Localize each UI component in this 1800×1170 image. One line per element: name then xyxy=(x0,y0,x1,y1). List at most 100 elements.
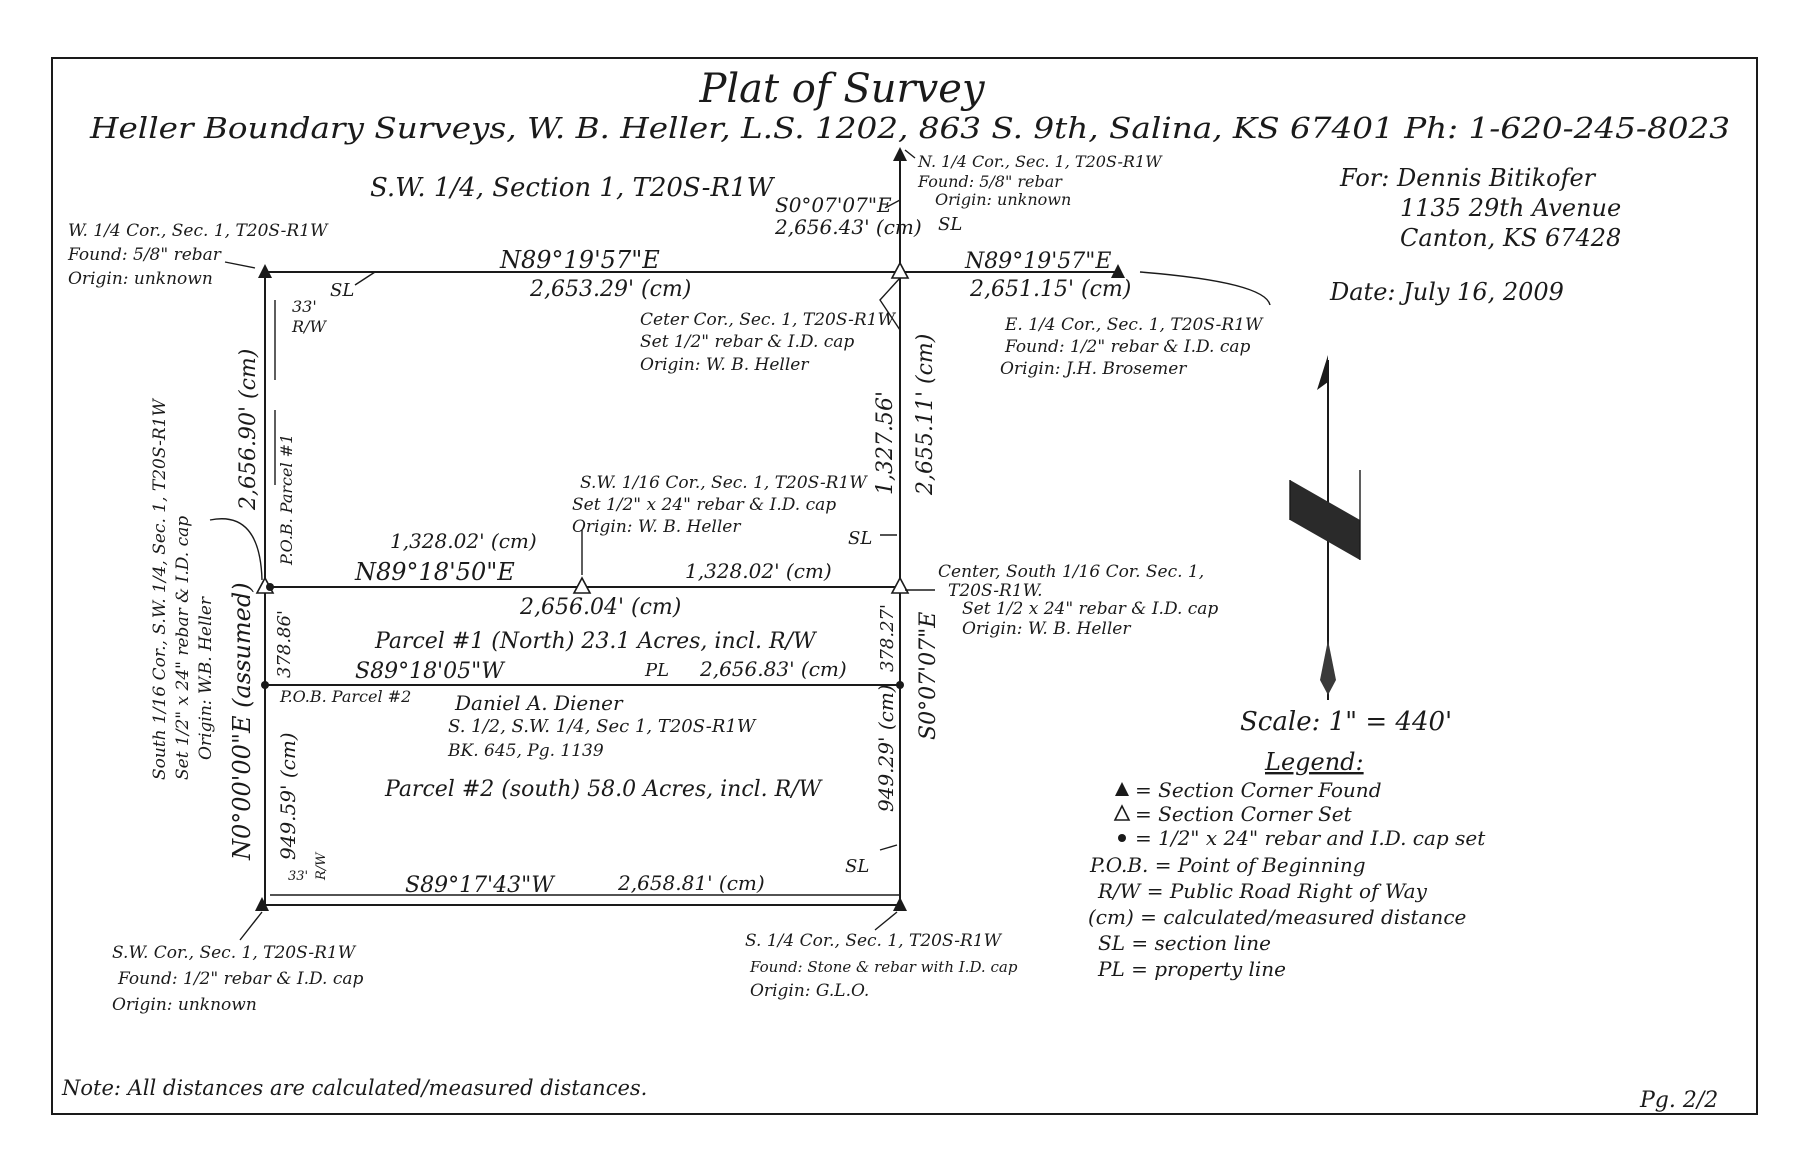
east-total-dist: 2,655.11' (cm) xyxy=(913,334,938,496)
section-title: S.W. 1/4, Section 1, T20S-R1W xyxy=(370,173,776,203)
north-bearing-right: N89°19'57"E xyxy=(964,249,1111,274)
sl-mark-mid: SL xyxy=(848,528,872,549)
legend-item-pl: PL = property line xyxy=(1097,957,1286,981)
sw-corner-label-2: Found: 1/2" rebar & I.D. cap xyxy=(117,969,363,989)
center-south-sixteenth-marker xyxy=(890,576,910,594)
pob-parcel-2: P.O.B. Parcel #2 xyxy=(279,687,411,706)
w-quarter-corner-marker xyxy=(258,264,272,278)
south-sixteenth-sw-label-1: South 1/16 Cor., S.W. 1/4, Sec. 1, T20S-… xyxy=(150,398,170,780)
north-dist-left: 2,653.29' (cm) xyxy=(529,277,691,302)
e-quarter-leader xyxy=(1139,271,1271,306)
mid-dist-left: 1,328.02' (cm) xyxy=(390,529,537,553)
legend-set-icon xyxy=(1113,804,1131,821)
legend-item-pob: P.O.B. = Point of Beginning xyxy=(1089,853,1366,877)
row-top-dist: 33' xyxy=(292,297,317,316)
east-bottom-dist: 949.29' (cm) xyxy=(874,684,898,812)
e-quarter-label-2: Found: 1/2" rebar & I.D. cap xyxy=(1004,337,1250,357)
west-bearing: N0°00'00"E (assumed) xyxy=(228,582,256,861)
sw-corner-label-3: Origin: unknown xyxy=(112,995,257,1015)
south-bearing: S89°17'43"W xyxy=(405,873,556,898)
client-address: 1135 29th Avenue xyxy=(1400,194,1621,222)
n-quarter-dist: 2,656.43' (cm) xyxy=(774,215,922,239)
client-city: Canton, KS 67428 xyxy=(1400,224,1621,252)
west-bottom-dist: 949.59' (cm) xyxy=(276,732,300,860)
legend-item-rebar: = 1/2" x 24" rebar and I.D. cap set xyxy=(1135,826,1486,850)
mid-dist-right: 1,328.02' (cm) xyxy=(685,559,832,583)
sw-sixteenth-label-2: Set 1/2" x 24" rebar & I.D. cap xyxy=(572,495,836,515)
north-arrow xyxy=(1289,355,1361,700)
n-quarter-corner-marker xyxy=(893,147,907,161)
center-label-1: Ceter Cor., Sec. 1, T20S-R1W xyxy=(640,310,896,330)
n-quarter-sl-leader xyxy=(884,199,901,209)
legend-title: Legend: xyxy=(1264,748,1364,776)
client-name: For: Dennis Bitikofer xyxy=(1339,164,1597,192)
pob1-rebar-marker xyxy=(266,583,274,591)
center-corner-marker xyxy=(890,261,910,279)
center-south-label-1: Center, South 1/16 Cor. Sec. 1, xyxy=(938,562,1204,582)
row-bottom-dist: 33' xyxy=(288,869,308,884)
south-sixteenth-leader xyxy=(209,518,263,581)
row-bottom-label: R/W xyxy=(314,851,329,881)
legend-item-sl: SL = section line xyxy=(1098,931,1271,955)
n-quarter-label-1: N. 1/4 Cor., Sec. 1, T20S-R1W xyxy=(917,152,1163,171)
south-sixteenth-sw-label-2: Set 1/2" x 24" rebar & I.D. cap xyxy=(173,516,193,780)
sw-sixteenth-label-3: Origin: W. B. Heller xyxy=(572,517,741,537)
plat-title: Plat of Survey xyxy=(698,66,986,112)
parcel-line-bearing: S89°18'05"W xyxy=(355,659,506,684)
sw-corner-marker xyxy=(255,897,269,911)
sheet-border xyxy=(51,57,1758,1115)
center-south-label-3: Set 1/2 x 24" rebar & I.D. cap xyxy=(962,599,1218,619)
n-quarter-label-3: Origin: unknown xyxy=(935,190,1071,209)
w-quarter-label-1: W. 1/4 Cor., Sec. 1, T20S-R1W xyxy=(68,221,329,241)
mid-bearing: N89°18'50"E xyxy=(354,558,515,586)
west-mid-dist: 378.86' xyxy=(274,610,295,678)
scale-label: Scale: 1" = 440' xyxy=(1240,707,1452,737)
sl-mark-leader-top xyxy=(354,271,376,286)
parcel-line-dist: 2,656.83' (cm) xyxy=(699,657,847,681)
south-sixteenth-sw-label-3: Origin: W.B. Heller xyxy=(196,596,216,760)
sw-sixteenth-label-1: S.W. 1/16 Cor., Sec. 1, T20S-R1W xyxy=(580,473,868,493)
north-dist-right: 2,651.15' (cm) xyxy=(969,277,1131,302)
s-quarter-leader xyxy=(874,911,898,931)
e-quarter-label-3: Origin: J.H. Brosemer xyxy=(1000,359,1187,379)
page-number: Pg. 2/2 xyxy=(1639,1088,1718,1113)
legend-found-icon xyxy=(1115,782,1129,796)
center-south-label-4: Origin: W. B. Heller xyxy=(962,619,1131,639)
footer-note: Note: All distances are calculated/measu… xyxy=(61,1076,647,1100)
w-quarter-label-3: Origin: unknown xyxy=(68,269,213,289)
survey-date: Date: July 16, 2009 xyxy=(1329,278,1564,306)
legend-item-row: R/W = Public Road Right of Way xyxy=(1097,879,1428,903)
s-quarter-label-2: Found: Stone & rebar with I.D. cap xyxy=(749,958,1018,976)
east-rebar-marker xyxy=(896,681,904,689)
s-quarter-label-3: Origin: G.L.O. xyxy=(750,981,869,1001)
center-leader xyxy=(879,277,901,331)
s-quarter-label-1: S. 1/4 Cor., Sec. 1, T20S-R1W xyxy=(745,931,1003,951)
owner-name: Daniel A. Diener xyxy=(454,691,624,715)
sw-corner-label-1: S.W. Cor., Sec. 1, T20S-R1W xyxy=(112,943,357,963)
mid-total-dist: 2,656.04' (cm) xyxy=(519,595,681,620)
parcel-1-label: Parcel #1 (North) 23.1 Acres, incl. R/W xyxy=(374,629,818,654)
sl-mark-n-quarter: SL xyxy=(938,214,962,235)
surveyor-line: Heller Boundary Surveys, W. B. Heller, L… xyxy=(89,111,1730,145)
sl-mark-bottom: SL xyxy=(845,856,869,877)
legend-rebar-icon xyxy=(1118,834,1126,842)
e-quarter-corner-marker xyxy=(1111,264,1125,278)
west-top-dist: 2,656.90' (cm) xyxy=(236,349,261,511)
row-top-label: R/W xyxy=(291,317,327,336)
east-bearing: S0°07'07"E xyxy=(916,612,941,740)
legend-item-cm: (cm) = calculated/measured distance xyxy=(1088,905,1466,929)
center-south-label-2: T20S-R1W. xyxy=(948,581,1043,601)
east-mid-dist: 378.27' xyxy=(877,604,898,672)
n-quarter-leader xyxy=(904,149,916,159)
east-upper-dist: 1,327.56' xyxy=(873,391,898,495)
n-quarter-bearing: S0°07'07"E xyxy=(775,193,892,217)
e-quarter-label-1: E. 1/4 Cor., Sec. 1, T20S-R1W xyxy=(1004,315,1264,335)
w-quarter-leader xyxy=(224,261,256,269)
owner-book-page: BK. 645, Pg. 1139 xyxy=(447,741,604,761)
sw-sixteenth-corner-marker xyxy=(572,576,592,594)
north-bearing-left: N89°19'57"E xyxy=(499,246,660,274)
center-label-2: Set 1/2" rebar & I.D. cap xyxy=(640,332,854,352)
s-quarter-corner-marker xyxy=(893,897,907,911)
w-quarter-label-2: Found: 5/8" rebar xyxy=(67,245,222,265)
